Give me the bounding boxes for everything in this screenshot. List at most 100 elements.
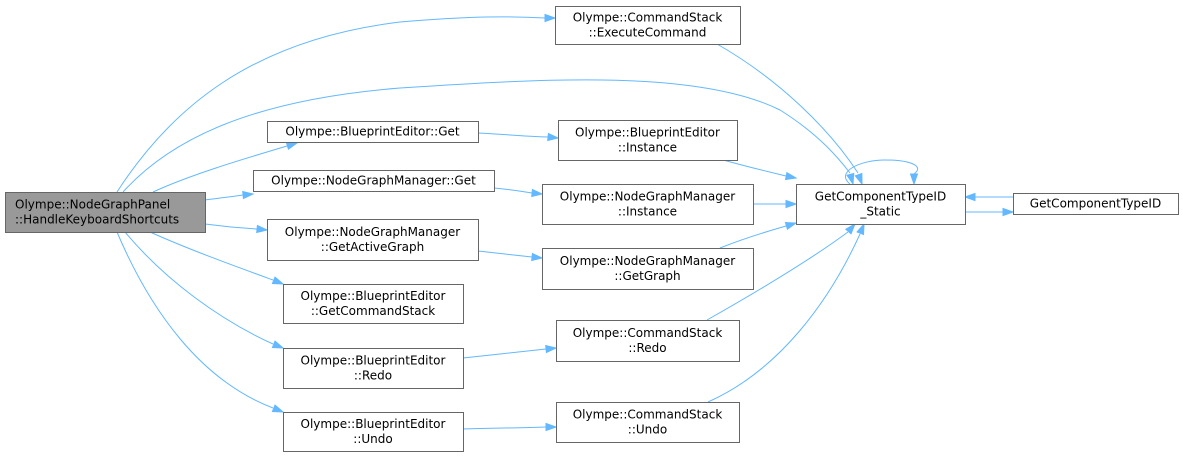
node-execcmd[interactable]: Olympe::CommandStack::ExecuteCommand xyxy=(555,6,741,45)
edge-line xyxy=(124,231,274,345)
node-be-cmdstack[interactable]: Olympe::BlueprintEditor::GetCommandStack xyxy=(283,284,464,324)
node-label: Olympe::NodeGraphManager xyxy=(560,190,735,204)
node-box[interactable] xyxy=(267,121,479,143)
edge-line xyxy=(462,426,547,430)
node-box[interactable] xyxy=(542,184,754,225)
arrowhead-icon xyxy=(271,276,285,285)
edge-be_get-to-be_instance xyxy=(477,132,560,142)
arrowhead-icon xyxy=(785,199,798,209)
edge-line xyxy=(477,250,533,258)
node-label: Olympe::NodeGraphManager xyxy=(285,225,460,239)
node-be-get[interactable]: Olympe::BlueprintEditor::Get xyxy=(267,121,479,143)
node-label: ::GetCommandStack xyxy=(311,304,435,318)
arrowhead-icon xyxy=(256,224,269,234)
edge-line xyxy=(152,145,288,193)
edge-line xyxy=(845,159,919,185)
edge-gctid-to-gctid_static xyxy=(963,192,1013,202)
node-label: Olympe::CommandStack xyxy=(573,326,723,340)
node-label: ::Redo xyxy=(628,341,666,355)
node-label: ::GetActiveGraph xyxy=(321,240,424,254)
edge-cs_redo-to-gctid_static xyxy=(706,222,856,321)
node-label: GetComponentTypeID xyxy=(815,190,946,204)
node-box[interactable] xyxy=(555,6,741,45)
node-box[interactable] xyxy=(796,184,966,225)
node-label: ::Redo xyxy=(354,369,392,383)
edge-root-to-ngm_get xyxy=(204,190,255,201)
node-be-instance[interactable]: Olympe::BlueprintEditor::Instance xyxy=(558,120,738,161)
edge-be_redo-to-cs_redo xyxy=(462,344,558,359)
node-ngm-getgraph[interactable]: Olympe::NodeGraphManager::GetGraph xyxy=(542,248,754,290)
arrowhead-icon xyxy=(531,188,544,198)
edge-ngm_get-to-ngm_instance xyxy=(493,187,544,198)
node-box[interactable] xyxy=(558,120,738,161)
node-label: ::Instance xyxy=(618,141,677,155)
node-label: Olympe::NodeGraphManager::Get xyxy=(271,174,476,188)
arrowhead-icon xyxy=(545,344,558,354)
arrowhead-icon xyxy=(854,172,863,186)
arrowhead-icon xyxy=(909,173,919,186)
node-ngm-active[interactable]: Olympe::NodeGraphManager::GetActiveGraph xyxy=(267,219,479,261)
edge-line xyxy=(149,231,274,281)
node-label: Olympe::CommandStack xyxy=(573,408,723,422)
node-root[interactable]: Olympe::NodeGraphPanel::HandleKeyboardSh… xyxy=(5,192,206,233)
nodes-layer: Olympe::NodeGraphPanel::HandleKeyboardSh… xyxy=(5,6,1179,452)
arrowhead-icon xyxy=(271,340,285,349)
edge-root-to-be_get xyxy=(152,141,299,193)
edge-line xyxy=(462,348,547,359)
edge-cs_undo-to-gctid_static xyxy=(707,222,865,403)
node-box[interactable] xyxy=(253,170,495,192)
node-be-undo[interactable]: Olympe::BlueprintEditor::Undo xyxy=(283,412,464,452)
edge-line xyxy=(493,187,533,194)
node-box[interactable] xyxy=(556,320,740,362)
node-label: ::Undo xyxy=(628,423,667,437)
node-box[interactable] xyxy=(542,248,754,290)
edge-line xyxy=(707,233,861,403)
edge-root-to-be_cmdstack xyxy=(149,231,285,285)
node-label: ::GetGraph xyxy=(614,269,680,283)
edge-gctid_static-to-gctid_static xyxy=(845,159,919,186)
arrowhead-icon xyxy=(844,222,856,235)
node-ngm-get[interactable]: Olympe::NodeGraphManager::Get xyxy=(253,170,495,192)
edge-line xyxy=(122,79,851,193)
node-cs-undo[interactable]: Olympe::CommandStack::Undo xyxy=(556,402,740,443)
arrowhead-icon xyxy=(271,404,285,413)
node-label: ::ExecuteCommand xyxy=(589,26,707,40)
node-ngm-instance[interactable]: Olympe::NodeGraphManager::Instance xyxy=(542,184,754,225)
node-be-redo[interactable]: Olympe::BlueprintEditor::Redo xyxy=(283,348,464,389)
node-box[interactable] xyxy=(283,284,464,324)
node-label: Olympe::BlueprintEditor xyxy=(301,354,446,368)
node-label: Olympe::NodeGraphManager xyxy=(560,254,735,268)
edge-line xyxy=(706,231,849,321)
edge-line xyxy=(719,225,787,249)
node-label: Olympe::BlueprintEditor xyxy=(575,126,720,140)
arrowhead-icon xyxy=(531,252,544,262)
node-box[interactable] xyxy=(5,192,206,233)
node-gctid-static[interactable]: GetComponentTypeID_Static xyxy=(796,184,966,225)
node-label: Olympe::BlueprintEditor xyxy=(301,289,446,303)
edge-root-to-be_undo xyxy=(116,231,285,413)
node-label: Olympe::BlueprintEditor xyxy=(301,417,446,431)
node-box[interactable] xyxy=(283,348,464,389)
node-gctid[interactable]: GetComponentTypeID xyxy=(1013,193,1179,215)
edge-root-to-be_redo xyxy=(124,231,285,349)
edge-gctid_static-to-gctid xyxy=(965,207,1015,217)
arrowhead-icon xyxy=(1002,207,1015,217)
arrowhead-icon xyxy=(784,221,798,231)
edges-layer xyxy=(116,13,1015,432)
node-cs-redo[interactable]: Olympe::CommandStack::Redo xyxy=(556,320,740,362)
arrowhead-icon xyxy=(547,132,560,142)
node-label: ::Undo xyxy=(353,432,392,446)
node-box[interactable] xyxy=(556,402,740,443)
edge-ngm_active-to-ngm_getgraph xyxy=(477,250,544,262)
edge-line xyxy=(477,132,549,138)
node-box[interactable] xyxy=(283,412,464,452)
node-box[interactable] xyxy=(267,219,479,261)
node-box[interactable] xyxy=(1013,193,1179,215)
edge-line xyxy=(204,223,258,230)
node-label: ::Instance xyxy=(618,205,677,219)
node-label: Olympe::BlueprintEditor::Get xyxy=(285,125,459,139)
edge-root-to-gctid_static xyxy=(122,79,855,193)
edge-be_undo-to-cs_undo xyxy=(462,422,558,432)
node-label: ::HandleKeyboardShortcuts xyxy=(15,213,179,227)
